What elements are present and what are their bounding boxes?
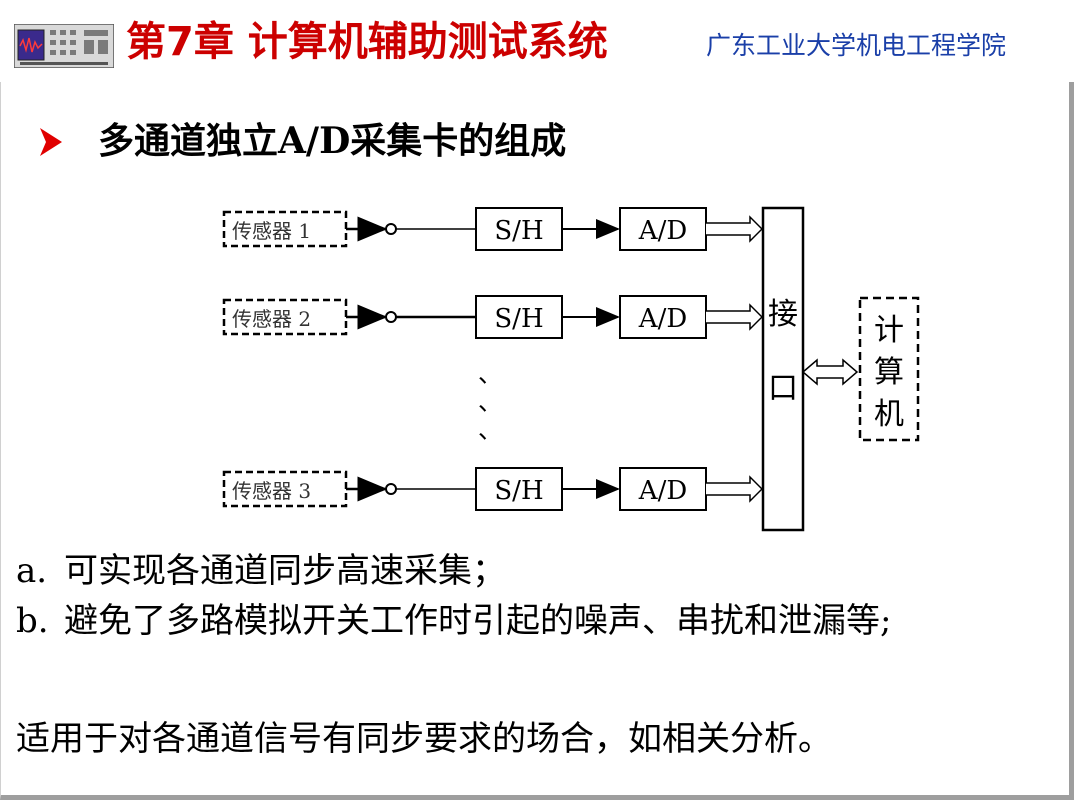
ad-converter-label: A/D	[638, 216, 687, 246]
data-bus-arrow	[706, 215, 764, 243]
feature-point-b: b. 避免了多路模拟开关工作时引起的噪声、串扰和泄漏等;	[16, 598, 891, 644]
channel-row: 传感器 2 S/H A/D	[222, 295, 764, 339]
sensor-label: 传感器 2	[232, 307, 311, 331]
sample-hold-box	[475, 207, 563, 251]
point-text: 可实现各通道同步高速采集；	[64, 551, 506, 591]
ad-converter-box	[619, 207, 707, 251]
instrument-panel-icon	[14, 24, 114, 68]
computer-label-char: 算	[874, 355, 904, 390]
computer-label-char: 机	[874, 397, 904, 432]
slide-header: 第7章 计算机辅助测试系统 广东工业大学机电工程学院	[0, 0, 1080, 88]
school-name: 广东工业大学机电工程学院	[706, 31, 1007, 60]
computer-box	[858, 296, 920, 442]
point-marker: b.	[16, 601, 49, 641]
acquisition-block-diagram: 传感器 1 S/H A/D 传感器 2 S/H A/D 、 、 、 传感器 3 …	[222, 206, 920, 532]
ellipsis-mark: 、	[478, 388, 502, 416]
interface-label-char: 口	[768, 371, 798, 406]
channel-row: 传感器 3 S/H A/D	[222, 467, 764, 511]
sample-hold-box	[475, 295, 563, 339]
sample-hold-label: S/H	[494, 216, 543, 246]
point-marker: a.	[16, 551, 48, 591]
data-bus-arrow	[706, 475, 764, 503]
sensor-label: 传感器 1	[232, 219, 311, 243]
sample-hold-label: S/H	[494, 476, 543, 506]
interface-block	[761, 206, 805, 532]
sample-hold-box	[475, 467, 563, 511]
ad-converter-box	[619, 295, 707, 339]
channel-row: 传感器 1 S/H A/D	[222, 207, 764, 251]
summary-text: 适用于对各通道信号有同步要求的场合，如相关分析。	[16, 719, 832, 759]
point-text: 避免了多路模拟开关工作时引起的噪声、串扰和泄漏等;	[64, 601, 892, 641]
ad-converter-label: A/D	[638, 304, 687, 334]
interface-label-char: 接	[768, 297, 798, 332]
ad-converter-box	[619, 467, 707, 511]
arrow-bullet-icon	[40, 128, 62, 156]
content-frame	[0, 82, 1074, 800]
section-heading: 多通道独立A/D采集卡的组成	[98, 120, 567, 162]
sample-hold-label: S/H	[494, 304, 543, 334]
data-bus-arrow	[706, 303, 764, 331]
ellipsis-mark: 、	[478, 416, 502, 444]
ad-converter-label: A/D	[638, 476, 687, 506]
ellipsis-mark: 、	[478, 360, 502, 388]
sensor-label: 传感器 3	[232, 479, 311, 503]
chapter-title: 第7章 计算机辅助测试系统	[126, 19, 608, 65]
feature-point-a: a. 可实现各通道同步高速采集；	[16, 548, 506, 594]
bidirectional-bus-arrow	[801, 358, 859, 386]
computer-label-char: 计	[874, 313, 904, 348]
